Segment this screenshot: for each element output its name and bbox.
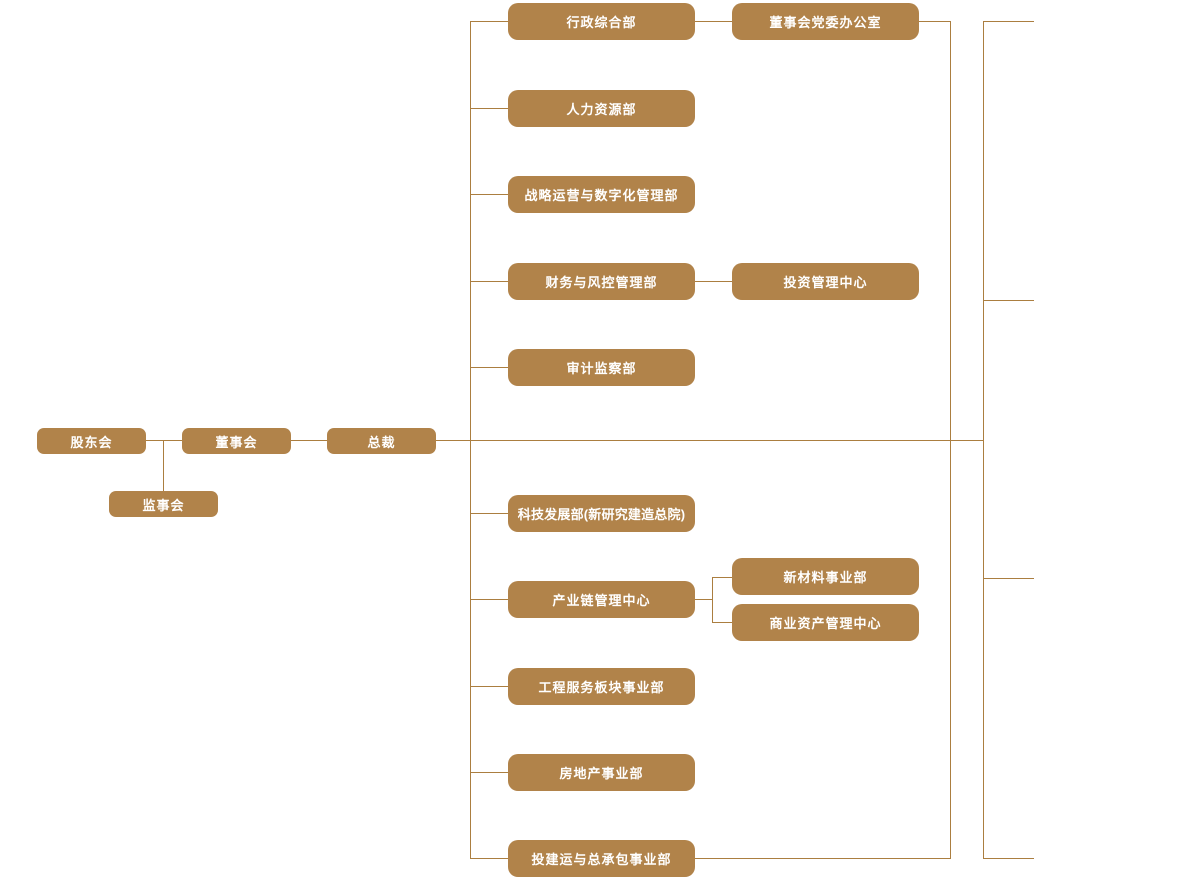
connector-rail-stub-4 <box>983 858 1034 860</box>
node-industry-chain-center: 产业链管理中心 <box>508 581 695 618</box>
connector-stub-real-estate <box>470 772 508 774</box>
connector-epc-rail <box>695 858 950 860</box>
node-strategy-digital-dept: 战略运营与数字化管理部 <box>508 176 695 213</box>
connector-admin-party-office <box>695 21 732 23</box>
connector-to-new-materials <box>712 577 732 579</box>
node-admin-general-dept: 行政综合部 <box>508 3 695 40</box>
connector-president-trunk <box>436 440 984 442</box>
connector-industry-chain-split <box>712 577 714 623</box>
node-board-of-directors: 董事会 <box>182 428 291 454</box>
node-president: 总裁 <box>327 428 436 454</box>
node-finance-risk-dept: 财务与风控管理部 <box>508 263 695 300</box>
node-shareholders-meeting: 股东会 <box>37 428 146 454</box>
connector-rail-stub-2 <box>983 300 1034 302</box>
connector-rail-stub-1 <box>983 21 1034 23</box>
connector-to-commercial-assets <box>712 622 732 624</box>
node-investment-construction-epc-division: 投建运与总承包事业部 <box>508 840 695 877</box>
connector-stub-admin <box>470 21 508 23</box>
connector-stub-strategy <box>470 194 508 196</box>
node-commercial-asset-center: 商业资产管理中心 <box>732 604 919 641</box>
connector-stub-tech <box>470 513 508 515</box>
connector-shareholders-supervisory <box>163 440 165 491</box>
node-tech-development-dept: 科技发展部(新研究建造总院) <box>508 495 695 532</box>
connector-stub-industry-chain <box>470 599 508 601</box>
connector-rail-inner <box>950 21 952 859</box>
connector-spine <box>470 21 472 859</box>
connector-stub-audit <box>470 367 508 369</box>
connector-industry-chain-out <box>695 599 713 601</box>
node-engineering-services-division: 工程服务板块事业部 <box>508 668 695 705</box>
node-audit-supervision-dept: 审计监察部 <box>508 349 695 386</box>
node-new-materials-division: 新材料事业部 <box>732 558 919 595</box>
connector-stub-engineering <box>470 686 508 688</box>
connector-rail-stub-3 <box>983 578 1034 580</box>
connector-stub-epc <box>470 858 508 860</box>
connector-stub-hr <box>470 108 508 110</box>
node-hr-dept: 人力资源部 <box>508 90 695 127</box>
connector-board-president <box>291 440 327 442</box>
node-investment-management-center: 投资管理中心 <box>732 263 919 300</box>
node-real-estate-division: 房地产事业部 <box>508 754 695 791</box>
connector-stub-finance <box>470 281 508 283</box>
connector-rail-outer <box>983 21 985 859</box>
connector-finance-investment <box>695 281 732 283</box>
node-supervisory-board: 监事会 <box>109 491 218 517</box>
node-board-party-office: 董事会党委办公室 <box>732 3 919 40</box>
connector-party-office-rail <box>917 21 950 23</box>
